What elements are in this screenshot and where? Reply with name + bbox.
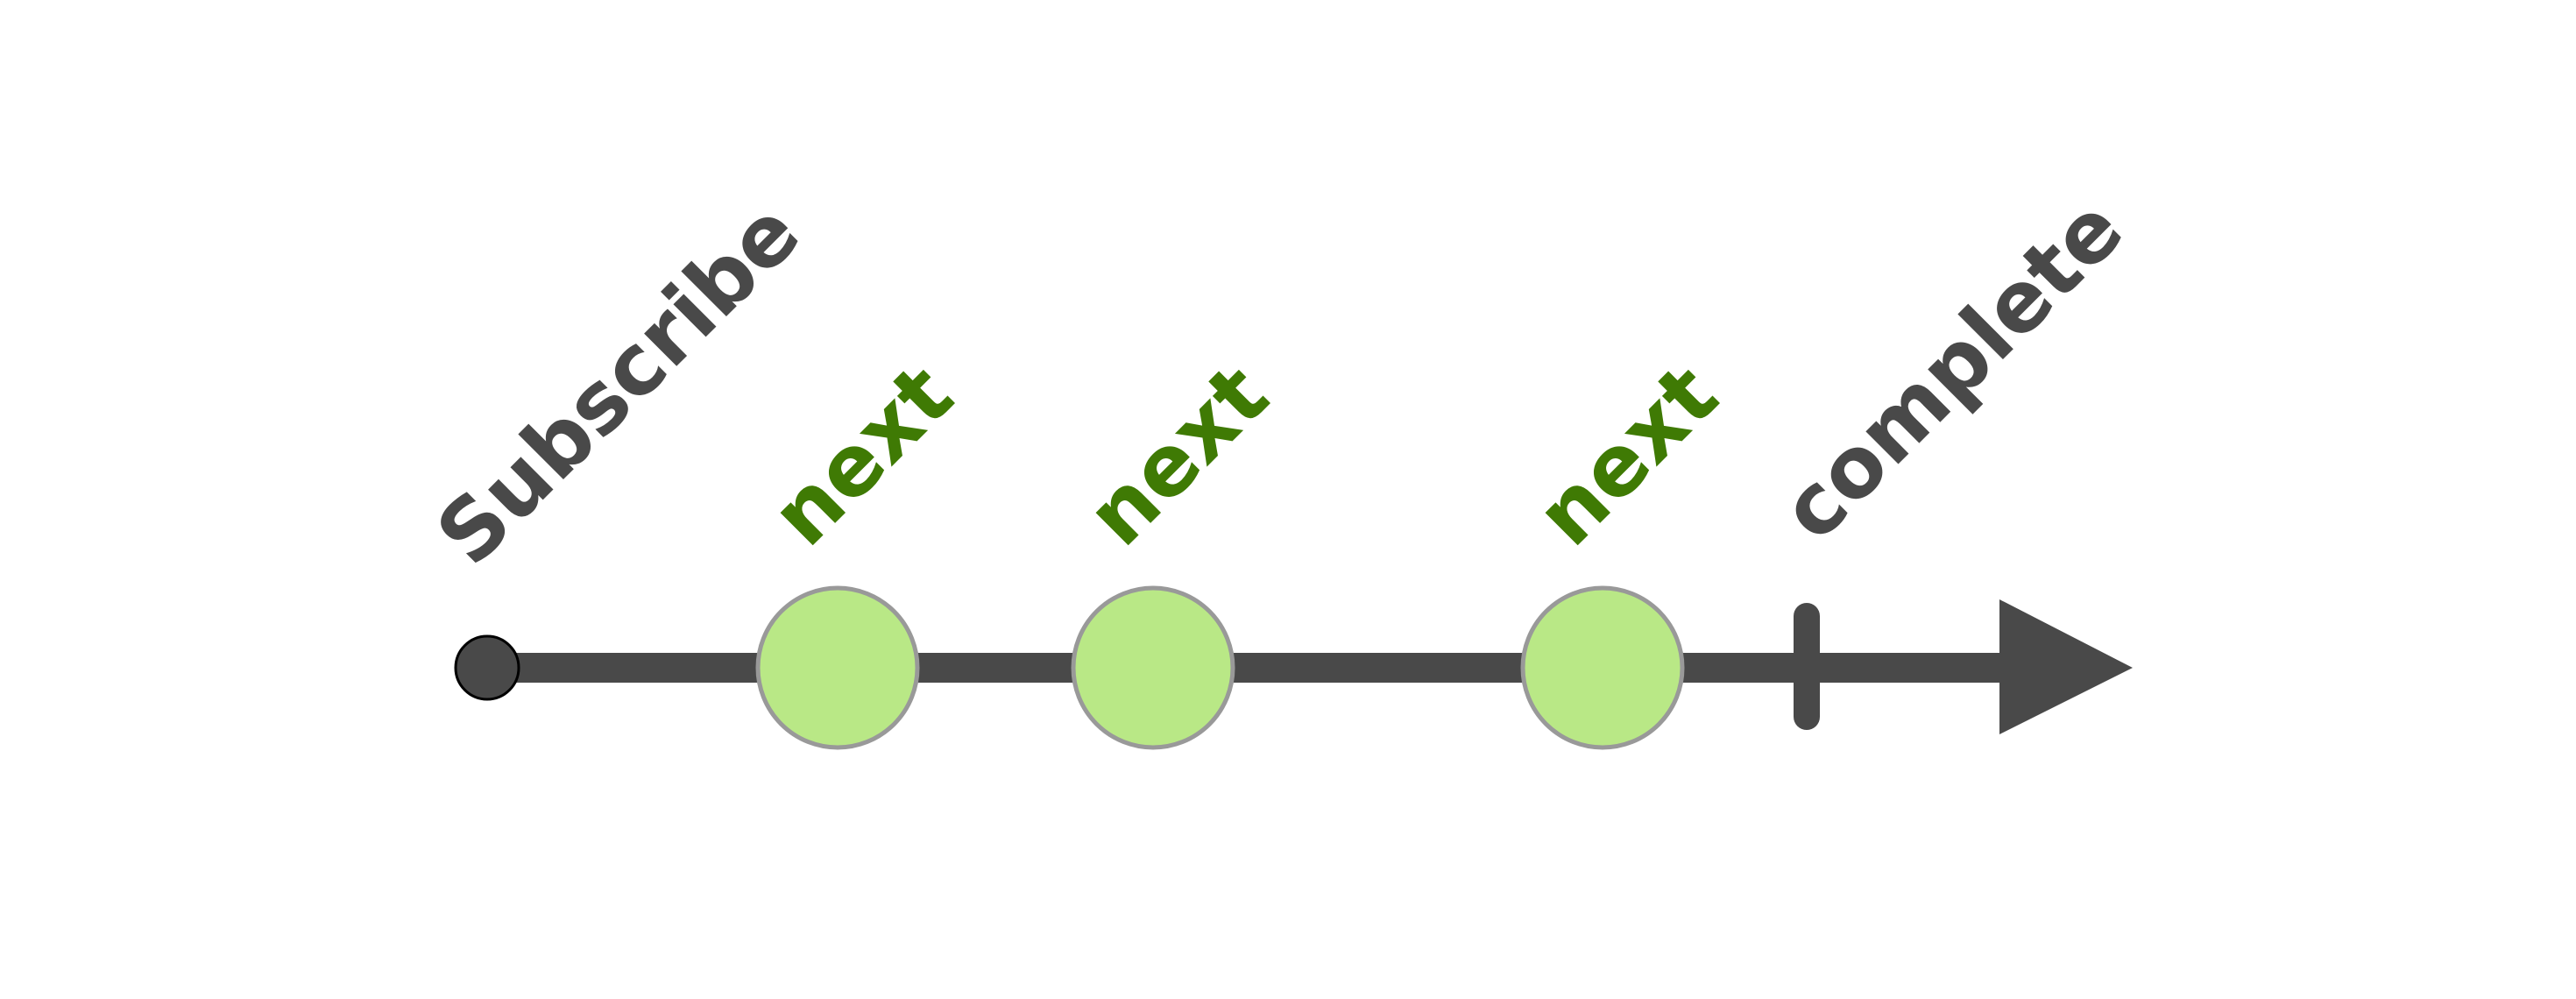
- next-event-node-3: [1520, 585, 1685, 750]
- next-label-2: next: [1068, 345, 1287, 564]
- complete-label: complete: [1762, 180, 2141, 559]
- next-label-3: next: [1518, 345, 1737, 564]
- next-event-node-2: [1071, 585, 1235, 750]
- subscribe-start-dot: [454, 634, 520, 701]
- next-event-node-1: [755, 585, 920, 750]
- subscribe-label: Subscribe: [418, 183, 818, 584]
- timeline-arrow-icon: [1999, 599, 2133, 734]
- next-label-1: next: [753, 345, 972, 564]
